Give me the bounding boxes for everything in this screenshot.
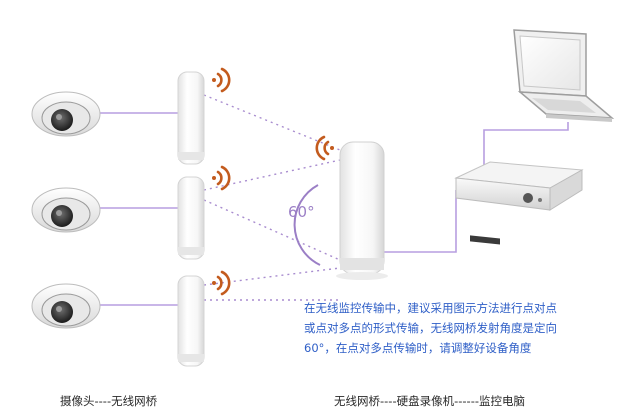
dvr-recorder [454, 161, 584, 245]
beam-dotted-lines [203, 94, 341, 301]
dome-camera-1 [31, 91, 101, 137]
signal-icon [212, 165, 231, 191]
caption-camera-bridge: 摄像头----无线网桥 [60, 394, 158, 408]
wireless-bridge-2 [177, 176, 205, 260]
wireless-bridge-1 [177, 71, 205, 165]
signal-icon [315, 135, 334, 161]
dome-camera-2 [31, 187, 101, 233]
note-line-1: 在无线监控传输中，建议采用图示方法进行点对点 [304, 301, 557, 315]
caption-bridge-dvr-pc: 无线网桥----硬盘录像机------监控电脑 [334, 394, 525, 408]
signal-icon [212, 270, 231, 296]
camera-link-lines [100, 112, 178, 306]
wireless-bridge-3 [177, 275, 205, 367]
laptop-computer [513, 29, 615, 122]
angle-label: 60° [288, 203, 315, 221]
note-text: 在无线监控传输中，建议采用图示方法进行点对点 或点对多点的形式传输，无线网桥发射… [304, 298, 604, 358]
note-line-3: 60°，在点对多点传输时，请调整好设备角度 [304, 341, 532, 355]
note-line-2: 或点对多点的形式传输，无线网桥发射角度是定向 [304, 321, 557, 335]
backbone-link-lines [384, 122, 569, 253]
bridge-shadow [336, 272, 388, 280]
angle-arc [293, 184, 321, 266]
signal-icon [212, 67, 231, 93]
dome-camera-3 [31, 283, 101, 329]
main-wireless-bridge [339, 141, 385, 275]
